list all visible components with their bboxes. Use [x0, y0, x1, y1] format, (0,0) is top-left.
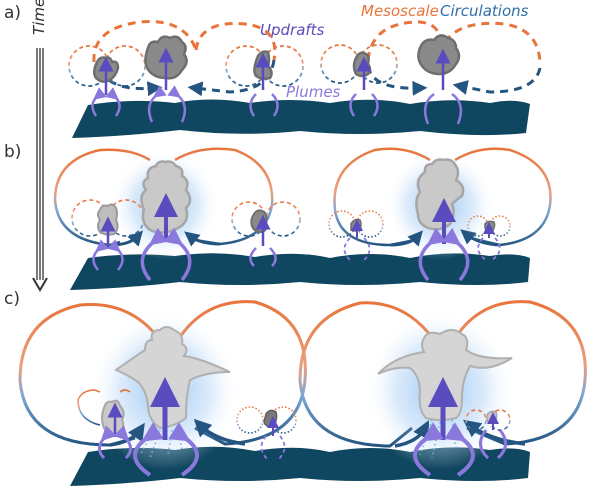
legend-mesoscale: Mesoscale — [361, 2, 439, 20]
panel-label-a: a) — [4, 3, 21, 23]
ground-b — [70, 253, 530, 290]
mesoscale-circulation-b — [53, 147, 552, 247]
panel-b — [53, 147, 552, 290]
plumes-a — [91, 85, 463, 125]
cloud-icon — [417, 34, 461, 76]
panel-label-c: c) — [4, 289, 20, 309]
plumes-b — [92, 227, 501, 282]
ground-a — [72, 99, 530, 138]
panel-c — [18, 300, 587, 486]
time-arrow: Time — [30, 0, 48, 292]
clouds-a — [93, 34, 461, 83]
cloud-icon — [352, 51, 372, 78]
panel-a — [68, 20, 542, 138]
updrafts-a — [98, 47, 451, 95]
clouds-b — [97, 158, 496, 236]
legend-plumes: Plumes — [286, 83, 341, 101]
legend-updrafts: Updrafts — [260, 21, 325, 39]
time-label: Time — [30, 0, 48, 35]
panel-label-b: b) — [4, 142, 21, 162]
plumes-c — [98, 422, 507, 477]
legend-circulations: Circulations — [440, 2, 529, 20]
